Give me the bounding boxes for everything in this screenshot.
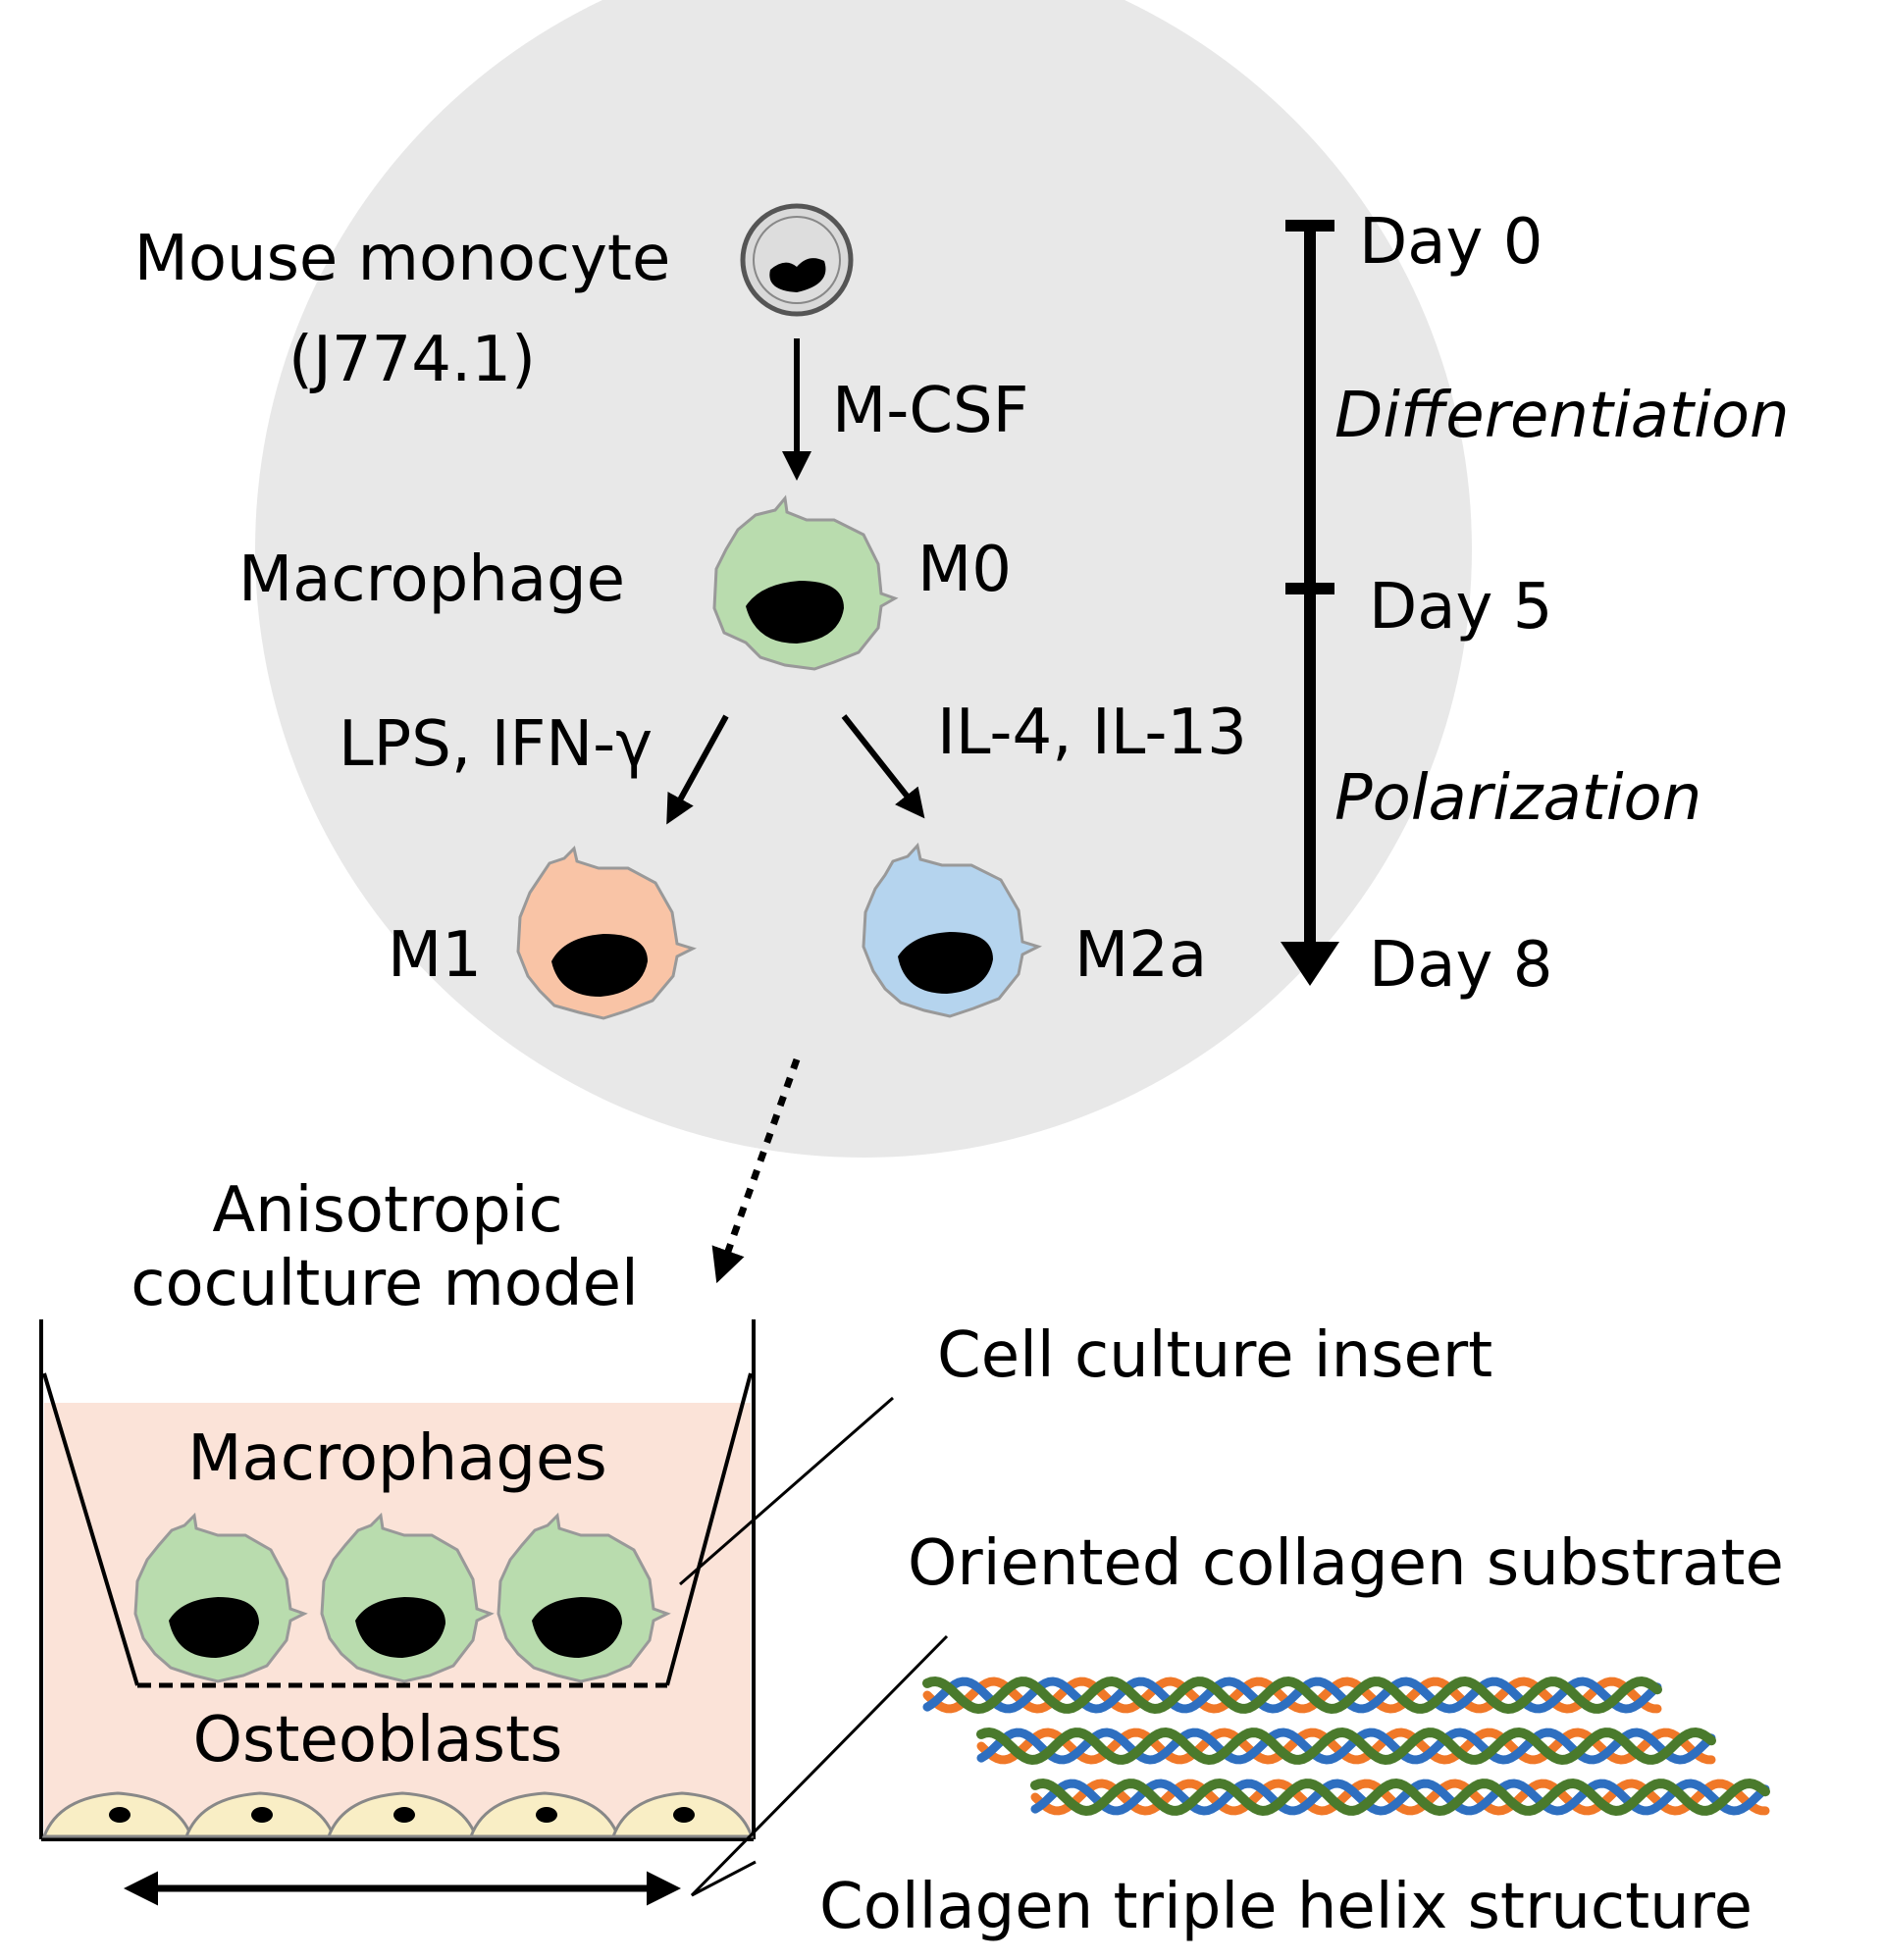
cell-culture-insert-outline bbox=[42, 1372, 753, 1688]
insert-macrophage-cell bbox=[133, 1512, 308, 1683]
differentiation-label: Differentiation bbox=[1334, 380, 1790, 452]
collagen-strand bbox=[1030, 1778, 1770, 1817]
coculture-title-line2: coculture model bbox=[131, 1248, 638, 1320]
collagen-helices bbox=[922, 1676, 1770, 1817]
osteoblast-cell bbox=[468, 1791, 621, 1838]
m1-arrow bbox=[666, 714, 729, 825]
m2a-stimuli-label: IL-4, IL-13 bbox=[937, 696, 1247, 769]
m1-stimuli-label: LPS, IFN-γ bbox=[339, 708, 653, 781]
cell-line-label: (J774.1) bbox=[288, 324, 536, 396]
osteoblast-cell bbox=[183, 1791, 337, 1838]
day-0-label: Day 0 bbox=[1359, 206, 1543, 279]
day-5-label: Day 5 bbox=[1369, 571, 1552, 644]
timeline-axis bbox=[1281, 220, 1339, 986]
macrophage-label: Macrophage bbox=[238, 543, 625, 616]
osteoblast-cell bbox=[610, 1791, 755, 1838]
collagen-strand bbox=[1030, 1779, 1770, 1816]
collagen-strand bbox=[922, 1676, 1662, 1714]
collagen-strand bbox=[922, 1676, 1662, 1715]
m2a-macrophage-cell bbox=[862, 842, 1042, 1018]
macrophages-label: Macrophages bbox=[187, 1422, 606, 1495]
oriented-substrate-label: Oriented collagen substrate bbox=[908, 1527, 1784, 1600]
m0-macrophage-cell bbox=[712, 494, 899, 671]
collagen-triple-helix bbox=[976, 1727, 1716, 1766]
m0-label: M0 bbox=[917, 534, 1012, 606]
m-csf-label: M-CSF bbox=[832, 375, 1028, 447]
m2a-label: M2a bbox=[1074, 919, 1207, 992]
osteoblasts-label: Osteoblasts bbox=[193, 1704, 563, 1777]
m1-macrophage-cell bbox=[516, 846, 697, 1020]
coculture-title-line1: Anisotropic bbox=[212, 1174, 562, 1247]
m1-label: M1 bbox=[388, 919, 482, 992]
substrate-leader-line bbox=[690, 1634, 949, 1897]
collagen-triple-helix bbox=[1030, 1778, 1770, 1817]
polarization-label: Polarization bbox=[1334, 762, 1701, 835]
insert-macrophage-cell bbox=[320, 1512, 495, 1683]
osteoblast-cell bbox=[326, 1791, 479, 1838]
insert-macrophage-cell bbox=[497, 1512, 671, 1683]
m2a-arrow bbox=[841, 714, 925, 819]
triple-helix-label: Collagen triple helix structure bbox=[819, 1871, 1752, 1943]
collagen-triple-helix bbox=[922, 1676, 1662, 1715]
insert-leader-line bbox=[679, 1396, 894, 1586]
collagen-strand bbox=[976, 1727, 1716, 1766]
osteoblast-cell bbox=[41, 1791, 194, 1838]
cell-culture-insert-label: Cell culture insert bbox=[937, 1319, 1492, 1392]
mouse-monocyte-label: Mouse monocyte bbox=[134, 223, 671, 295]
day-8-label: Day 8 bbox=[1369, 929, 1552, 1002]
monocyte-cell bbox=[740, 203, 854, 317]
collagen-strand bbox=[976, 1728, 1716, 1765]
